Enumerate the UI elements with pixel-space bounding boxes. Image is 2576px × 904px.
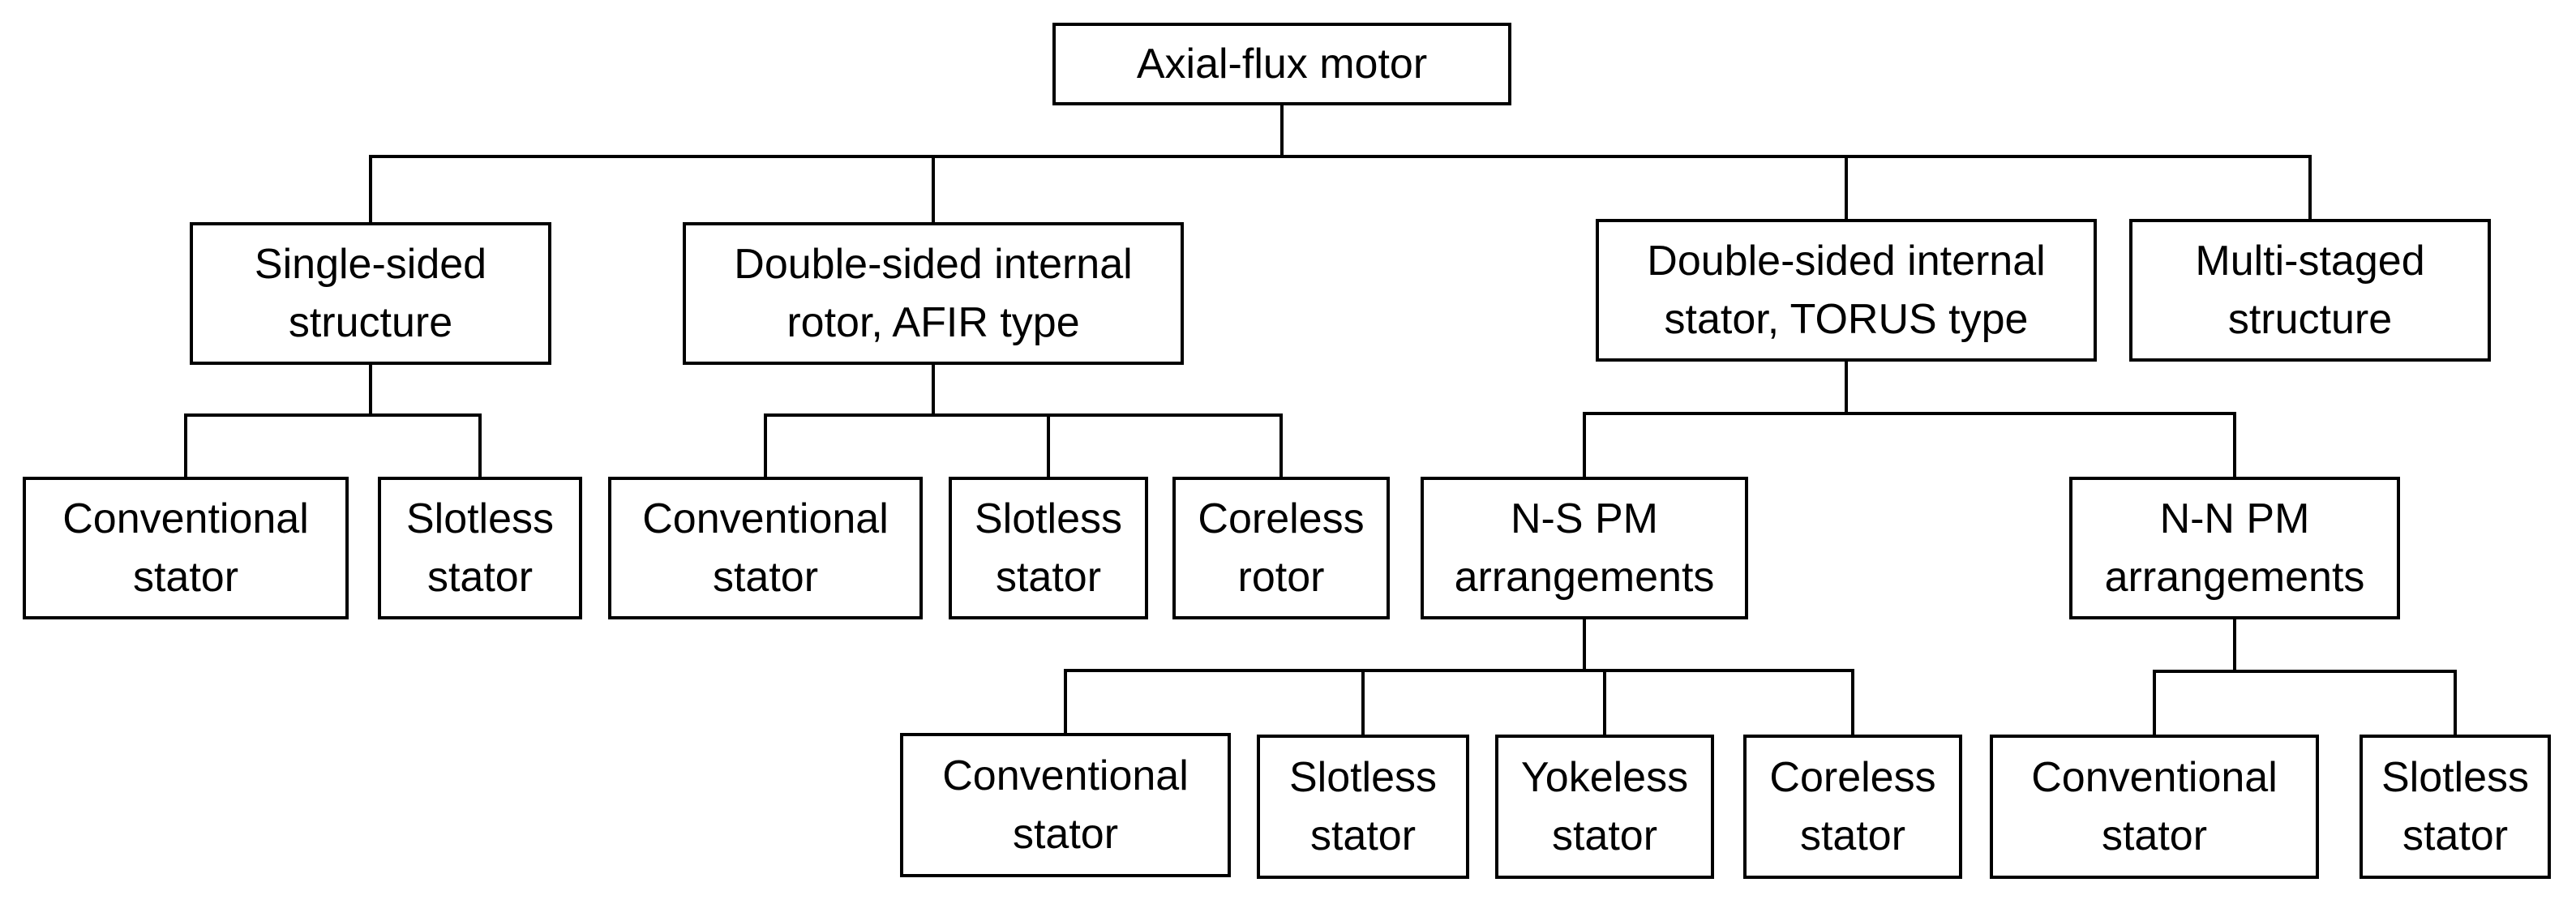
node-ns-conventional-stator: Conventional stator bbox=[900, 733, 1231, 877]
node-ns-slotless-stator: Slotless stator bbox=[1257, 735, 1469, 879]
node-single-sided-slotless-stator: Slotless stator bbox=[378, 477, 582, 619]
node-torus-type: Double-sided internal stator, TORUS type bbox=[1596, 219, 2097, 362]
node-ns-pm-arrangements: N-S PM arrangements bbox=[1421, 477, 1748, 619]
node-afir-slotless-stator: Slotless stator bbox=[949, 477, 1148, 619]
node-afir-type: Double-sided internal rotor, AFIR type bbox=[683, 222, 1184, 365]
node-afir-coreless-rotor: Coreless rotor bbox=[1172, 477, 1390, 619]
node-afir-conventional-stator: Conventional stator bbox=[608, 477, 923, 619]
node-nn-conventional-stator: Conventional stator bbox=[1990, 735, 2319, 879]
node-axial-flux-motor: Axial-flux motor bbox=[1052, 23, 1511, 105]
node-nn-slotless-stator: Slotless stator bbox=[2360, 735, 2551, 879]
node-single-sided-structure: Single-sided structure bbox=[190, 222, 551, 365]
node-single-sided-conventional-stator: Conventional stator bbox=[23, 477, 349, 619]
node-ns-coreless-stator: Coreless stator bbox=[1743, 735, 1962, 879]
node-ns-yokeless-stator: Yokeless stator bbox=[1495, 735, 1714, 879]
node-nn-pm-arrangements: N-N PM arrangements bbox=[2069, 477, 2400, 619]
node-multi-staged-structure: Multi-staged structure bbox=[2129, 219, 2491, 362]
